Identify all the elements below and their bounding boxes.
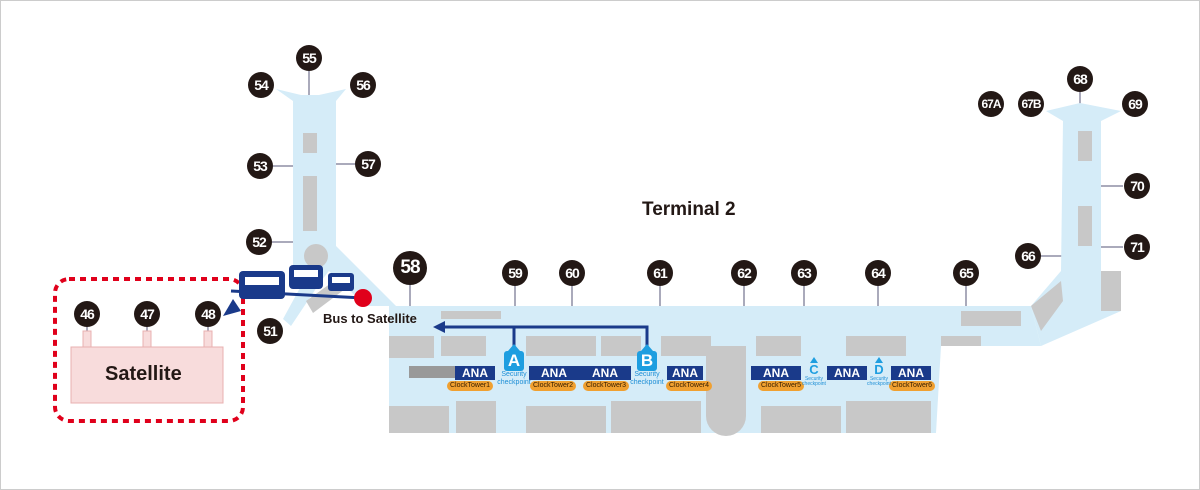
ana-counter: ANA xyxy=(891,366,931,380)
gate-58[interactable]: 58 xyxy=(393,251,427,285)
gate-69[interactable]: 69 xyxy=(1122,91,1148,117)
clock-tower-2: ClockTower2 xyxy=(530,381,577,391)
security-a-letter: A xyxy=(504,351,524,371)
ana-counter: ANA xyxy=(667,366,703,380)
pier-60s xyxy=(1031,103,1121,346)
satellite-area-border xyxy=(53,277,245,423)
ana-counter: ANA xyxy=(529,366,579,380)
gate-66[interactable]: 66 xyxy=(1015,243,1041,269)
gate-57[interactable]: 57 xyxy=(355,151,381,177)
gate-65[interactable]: 65 xyxy=(953,260,979,286)
gate-52[interactable]: 52 xyxy=(246,229,272,255)
gate-55[interactable]: 55 xyxy=(296,45,322,71)
satellite-label: Satellite xyxy=(105,363,182,385)
gate-67a[interactable]: 67A xyxy=(978,91,1004,117)
clock-tower-1: ClockTower1 xyxy=(447,381,494,391)
gate-67b[interactable]: 67B xyxy=(1018,91,1044,117)
gate-63[interactable]: 63 xyxy=(791,260,817,286)
gate-62[interactable]: 62 xyxy=(731,260,757,286)
gate-70[interactable]: 70 xyxy=(1124,173,1150,199)
security-d-letter: D xyxy=(874,362,884,377)
ana-counter: ANA xyxy=(827,366,867,380)
gate-68[interactable]: 68 xyxy=(1067,66,1093,92)
gate-46[interactable]: 46 xyxy=(74,301,100,327)
bus-to-satellite-label: Bus to Satellite xyxy=(323,311,417,326)
security-b-text: Security checkpoint xyxy=(630,371,664,386)
gate-56[interactable]: 56 xyxy=(350,72,376,98)
clock-tower-4: ClockTower4 xyxy=(666,381,713,391)
ana-counter: ANA xyxy=(455,366,495,380)
gate-54[interactable]: 54 xyxy=(248,72,274,98)
gate-53[interactable]: 53 xyxy=(247,153,273,179)
security-c-letter: C xyxy=(809,362,819,377)
gate-48[interactable]: 48 xyxy=(195,301,221,327)
gate-51[interactable]: 51 xyxy=(257,318,283,344)
clock-tower-6: ClockTower6 xyxy=(889,381,936,391)
clock-tower-3: ClockTower3 xyxy=(583,381,630,391)
security-c-text: Security checkpoint xyxy=(802,376,826,387)
ana-counter: ANA xyxy=(579,366,631,380)
security-a-text: Security checkpoint xyxy=(497,371,531,386)
gate-59[interactable]: 59 xyxy=(502,260,528,286)
security-b-letter: B xyxy=(637,351,657,371)
bus-stop-marker xyxy=(354,289,372,307)
ana-counter: ANA xyxy=(751,366,801,380)
security-d-text: Security checkpoint xyxy=(867,376,891,387)
gate-60[interactable]: 60 xyxy=(559,260,585,286)
terminal-label: Terminal 2 xyxy=(642,199,736,220)
gate-64[interactable]: 64 xyxy=(865,260,891,286)
satellite-building xyxy=(70,346,224,404)
gate-61[interactable]: 61 xyxy=(647,260,673,286)
gate-71[interactable]: 71 xyxy=(1124,234,1150,260)
gate-47[interactable]: 47 xyxy=(134,301,160,327)
clock-tower-5: ClockTower5 xyxy=(758,381,805,391)
